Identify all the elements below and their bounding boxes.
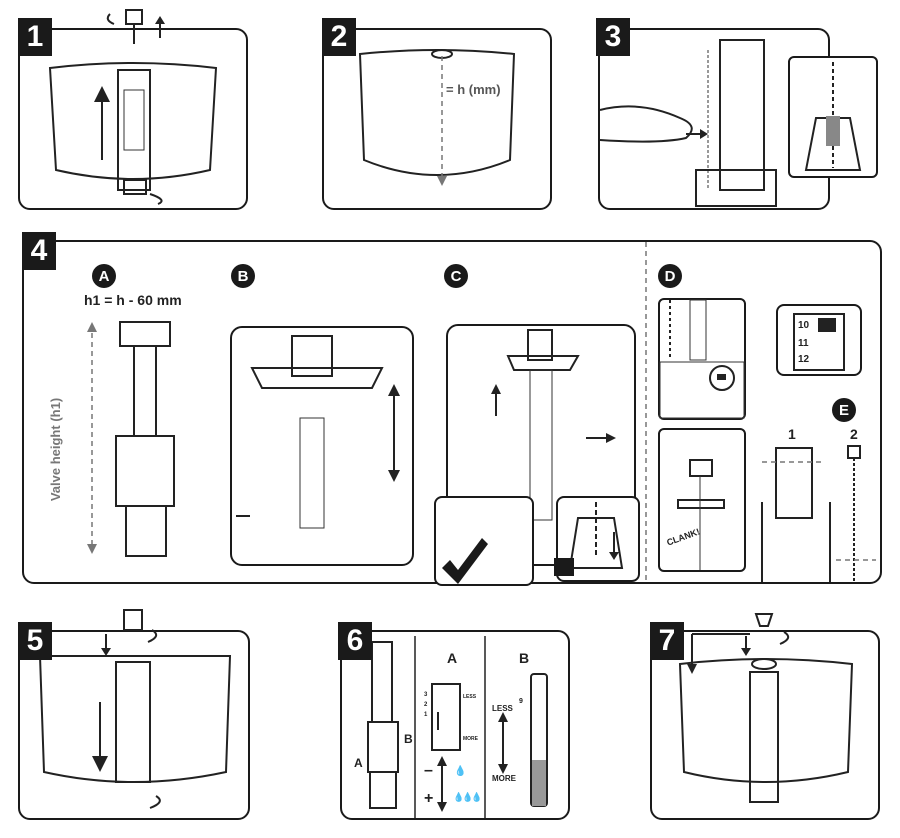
scale-zoom-drawing xyxy=(793,313,845,371)
tank-final-install-illustration xyxy=(678,613,854,803)
tick-3: 3 xyxy=(424,692,428,698)
chain-hand-illustration xyxy=(599,39,777,207)
step-1-panel xyxy=(18,9,248,210)
option-2-label: 2 xyxy=(850,426,858,442)
substep-d-clank-box: CLANK! xyxy=(658,428,746,572)
tank-measure-illustration xyxy=(358,49,516,186)
option-1-label: 1 xyxy=(788,426,796,442)
b-tick-9: 9 xyxy=(519,698,523,705)
plus-sign: + xyxy=(424,790,434,807)
step-3-number: 3 xyxy=(596,18,630,56)
option-e-illustration xyxy=(761,445,876,582)
scale-10: 10 xyxy=(798,320,810,331)
water-drop-small-icon: 💧 xyxy=(454,766,467,777)
step-5-panel xyxy=(18,609,250,820)
minus-sign: – xyxy=(424,762,433,779)
valve-height-illustration xyxy=(87,321,175,557)
step-6-panel: A B A 3 2 1 LESS MORE – + 💧 💧💧💧 B 9 LESS… xyxy=(340,630,570,820)
a-more-label: MORE xyxy=(463,736,478,742)
step-1-number: 1 xyxy=(18,18,52,56)
scale-11: 11 xyxy=(798,338,809,349)
tank-insert-valve-illustration xyxy=(38,609,232,809)
step-7-panel xyxy=(650,613,880,820)
callout-b: B xyxy=(404,732,413,746)
b-more-label: MORE xyxy=(492,774,516,783)
step-2-number: 2 xyxy=(322,18,356,56)
substep-d-marker: D xyxy=(658,264,682,288)
valve-scale-illustration xyxy=(659,299,745,419)
substep-b-box xyxy=(230,326,414,566)
substep-c-lock-inset xyxy=(554,496,640,582)
a-less-label: LESS xyxy=(463,694,477,700)
substep-d-box xyxy=(658,298,746,420)
step-3-inset xyxy=(788,56,878,178)
chain-attach-illustration xyxy=(491,329,616,521)
chain-clip-illustration xyxy=(804,62,862,171)
step-7-number: 7 xyxy=(650,622,684,660)
scale-12: 12 xyxy=(798,354,810,365)
height-label: = h (mm) xyxy=(446,82,501,97)
substep-b-marker: B xyxy=(231,264,255,288)
substep-e-marker: E xyxy=(832,398,856,422)
panel-a-title: A xyxy=(447,650,458,666)
panel-b-title: B xyxy=(519,650,530,666)
substep-a-marker: A xyxy=(92,264,116,288)
valve-squeeze-illustration xyxy=(236,335,400,529)
substep-c-marker: C xyxy=(444,264,468,288)
step-4-panel: A h1 = h - 60 mm Valve height (h1) B C xyxy=(22,240,882,586)
step-5-number: 5 xyxy=(18,622,52,660)
tick-2: 2 xyxy=(424,702,428,708)
step-4-number: 4 xyxy=(22,232,56,270)
lock-icon xyxy=(554,502,624,576)
b-less-label: LESS xyxy=(492,704,513,713)
callout-a: A xyxy=(354,756,363,770)
step-2-panel: = h (mm) xyxy=(322,28,552,210)
tick-1: 1 xyxy=(424,712,428,718)
flush-volume-adjust-illustration xyxy=(367,636,548,818)
float-click-illustration xyxy=(677,459,725,570)
check-mark-icon xyxy=(442,538,488,584)
height-formula: h1 = h - 60 mm xyxy=(84,292,182,308)
step-6-number: 6 xyxy=(338,622,372,660)
step-4-divider xyxy=(645,242,647,582)
water-drop-large-icon: 💧💧💧 xyxy=(453,792,483,802)
scale-zoom-inset: 10 11 12 xyxy=(776,304,862,376)
tank-remove-valve-illustration xyxy=(48,9,218,205)
substep-c-check-inset xyxy=(434,496,534,586)
